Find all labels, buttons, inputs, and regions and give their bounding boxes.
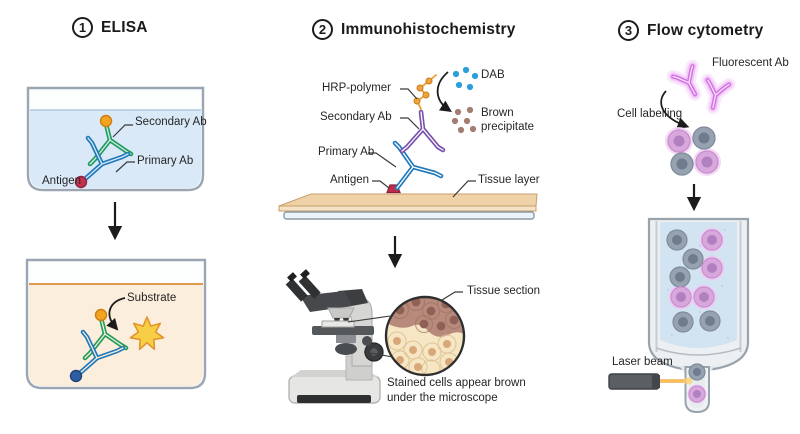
substrate-label: Substrate [127,292,177,304]
tissue-section-label: Tissue section [467,285,541,297]
tissue-section-icon [384,295,466,377]
fluorescent-antibody-icon [666,59,702,101]
dab-label: DAB [481,69,505,81]
section-title: Immunohistochemistry [341,20,516,38]
dab-conversion-arrow-icon [436,71,452,112]
labelled-cell-cluster-icon [665,126,721,176]
leader-line [452,180,476,198]
magnify-line [347,315,391,323]
magnify-line [363,351,394,358]
capture-ball-icon [69,369,83,383]
leader-line [112,124,133,138]
microscope-caption-line1: Stained cells appear brown [387,377,526,389]
tissue-layer-label: Tissue layer [478,174,540,186]
laser-icon [608,373,693,390]
elisa-well-2-icon [25,258,207,390]
elisa-well-1-icon [26,86,205,192]
elisa-primary-antibody-icon [82,135,131,182]
substrate-curved-arrow-icon [106,297,126,331]
ihc-primary-antibody-icon [392,140,444,191]
elisa-header: 1 ELISA [72,17,148,38]
cell-labelling-arrow-icon [660,90,690,129]
antigen-ball-icon [74,175,88,189]
microscope-caption-line2: under the microscope [387,392,498,404]
cell-labelling-label: Cell labelling [617,108,683,120]
antigen-label: Antigen [42,175,82,187]
tissue-layer-icon [278,193,538,220]
secondary-ab-label: Secondary Ab [135,116,207,128]
brown-precipitate-label: Brown precipitate [481,107,535,133]
secondary-ab-label: Secondary Ab [320,111,392,123]
elisa-primary-antibody-2-icon [77,329,126,376]
detection-enzyme-icon [99,114,113,128]
dab-dots-icon [452,66,479,91]
fluorescent-ab-label: Fluorescent Ab [712,57,789,69]
leader-line [372,180,390,189]
section-title: Flow cytometry [647,21,764,39]
antigen-label: Antigen [330,174,370,186]
step-number-badge: 2 [312,19,333,40]
brown-precipitate-dots-icon [451,106,477,134]
leader-line [115,161,135,173]
primary-ab-label: Primary Ab [137,155,194,167]
detection-enzyme-icon [94,308,108,322]
leader-line [400,117,420,130]
substrate-star-icon [129,316,165,351]
ihc-header: 2 Immunohistochemistry [312,19,516,40]
hrp-polymer-icon [413,74,437,110]
leader-line [368,152,397,168]
laser-beam-label: Laser beam [612,356,673,368]
step-number-badge: 1 [72,17,93,38]
flow-header: 3 Flow cytometry [618,20,764,41]
section-title: ELISA [101,18,148,36]
leader-line [441,291,463,301]
primary-ab-label: Primary Ab [318,146,375,158]
tube-cells-icon [666,227,725,333]
hrp-polymer-label: HRP-polymer [322,82,392,94]
microscope-icon [285,269,384,404]
step-number-badge: 3 [618,20,639,41]
cytometer-nozzle-icon [679,363,715,414]
fluorescent-antibody-icon [701,73,736,115]
ihc-secondary-antibody-icon [399,109,446,154]
leader-line [400,88,418,100]
